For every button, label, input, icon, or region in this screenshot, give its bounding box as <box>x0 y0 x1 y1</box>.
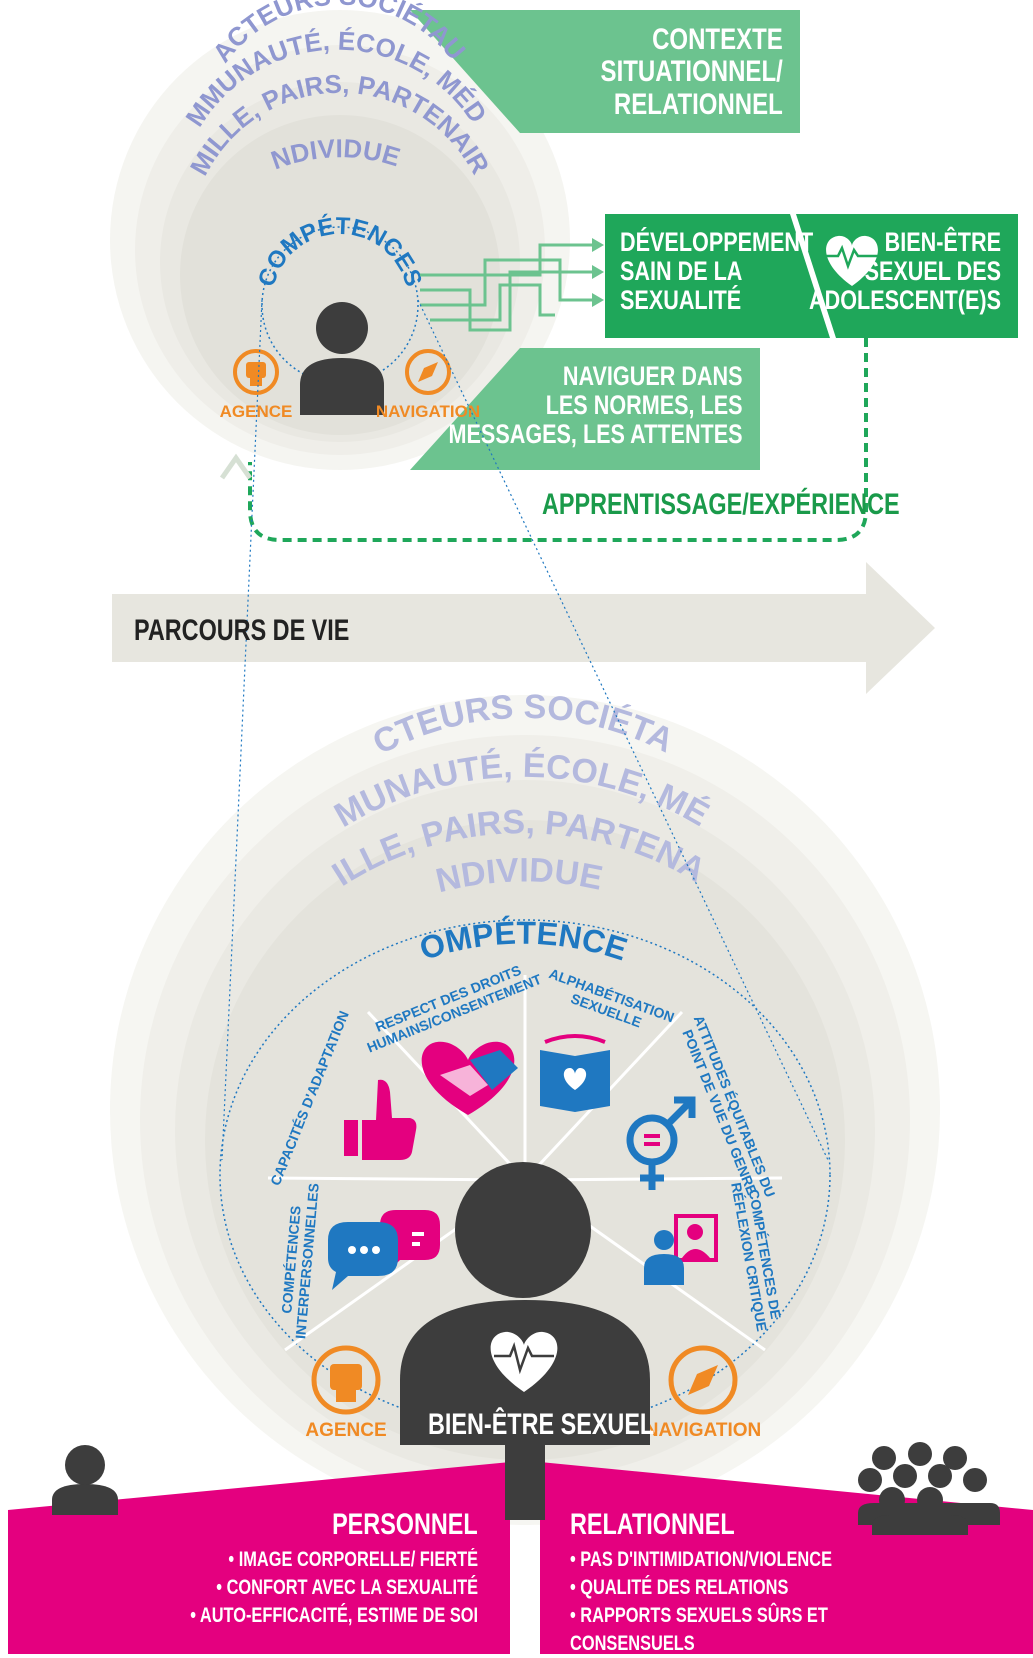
group-icon <box>858 1442 1000 1535</box>
developpement-line-3: SEXUALITÉ <box>620 285 742 316</box>
bottom-compass-icon <box>668 1345 738 1415</box>
personnel-title: PERSONNEL <box>332 1508 478 1541</box>
top-person-icon <box>300 302 384 415</box>
speech-bubbles-icon <box>328 1210 440 1290</box>
top-fist-icon <box>233 349 279 395</box>
bottom-navigation-label: NAVIGATION <box>645 1420 761 1441</box>
top-heart-pulse-icon <box>826 235 878 286</box>
bien-etre-sexuel-label: BIEN-ÊTRE SEXUEL <box>428 1408 655 1441</box>
bien-etre-label: BIEN-ÊTRE SEXUEL DES ADOLESCENT(E)S <box>808 227 1001 316</box>
bottom-heart-pulse-icon <box>490 1331 558 1392</box>
personnel-item: • CONFORT AVEC LA SEXUALITÉ <box>216 1576 478 1599</box>
naviguer-label: NAVIGUER DANS LES NORMES, LES MESSAGES, … <box>448 361 743 450</box>
naviguer-line-3: MESSAGES, LES ATTENTES <box>448 419 743 450</box>
top-agence-label: AGENCE <box>220 402 293 421</box>
contexte-line-1: CONTEXTE <box>652 23 783 56</box>
top-interweave-arrows <box>420 238 604 332</box>
top-navigation-label: NAVIGATION <box>376 402 480 421</box>
relationnel-item: • PAS D'INTIMIDATION/VIOLENCE <box>570 1548 833 1571</box>
contexte-line-3: RELATIONNEL <box>614 87 783 121</box>
developpement-line-1: DÉVELOPPEMENT <box>620 227 814 257</box>
naviguer-line-1: NAVIGUER DANS <box>563 361 743 391</box>
bottom-agence-label: AGENCE <box>305 1420 386 1441</box>
top-compass-icon <box>405 349 451 395</box>
thumbs-up-icon <box>344 1079 417 1160</box>
parcours-label: PARCOURS DE VIE <box>134 614 350 647</box>
personnel-item: • IMAGE CORPORELLE/ FIERTÉ <box>228 1548 478 1571</box>
gender-symbol-icon <box>626 1096 696 1190</box>
parcours-arrow <box>112 562 935 694</box>
personnel-list: • IMAGE CORPORELLE/ FIERTÉ • CONFORT AVE… <box>190 1546 478 1630</box>
apprentissage-loop <box>248 338 868 542</box>
relationnel-item: • QUALITÉ DES RELATIONS <box>570 1576 789 1599</box>
bien-etre-line-3: ADOLESCENT(E)S <box>808 285 1001 316</box>
bien-etre-line-2: SEXUEL DES <box>864 256 1001 287</box>
relationnel-item: • RAPPORTS SEXUELS SÛRS ET CONSENSUELS <box>570 1604 828 1655</box>
book-heart-icon <box>540 1034 610 1112</box>
developpement-panel <box>605 214 830 338</box>
personnel-panel <box>8 1462 510 1654</box>
contexte-line-2: SITUATIONNEL/ <box>600 55 783 89</box>
handshake-heart-icon <box>421 1041 518 1115</box>
naviguer-panel <box>410 348 760 470</box>
relationnel-title: RELATIONNEL <box>570 1508 735 1541</box>
person-icon <box>52 1445 118 1515</box>
developpement-line-2: SAIN DE LA <box>620 256 743 287</box>
arrow-up-icon <box>219 453 253 480</box>
bottom-fist-icon <box>311 1345 381 1415</box>
relationnel-list: • PAS D'INTIMIDATION/VIOLENCE • QUALITÉ … <box>570 1546 931 1658</box>
contexte-panel <box>410 10 800 133</box>
developpement-label: DÉVELOPPEMENT SAIN DE LA SEXUALITÉ <box>620 227 814 316</box>
apprentissage-label: APPRENTISSAGE/EXPÉRIENCE <box>542 488 900 521</box>
bien-etre-line-1: BIEN-ÊTRE <box>884 227 1001 257</box>
mirror-reflection-icon <box>644 1214 718 1285</box>
personnel-item: • AUTO-EFFICACITÉ, ESTIME DE SOI <box>190 1604 478 1627</box>
naviguer-line-2: LES NORMES, LES <box>546 390 743 421</box>
top-competences-circle <box>261 226 419 384</box>
zoom-connectors <box>221 299 829 1161</box>
contexte-label: CONTEXTE SITUATIONNEL/ RELATIONNEL <box>600 23 783 121</box>
